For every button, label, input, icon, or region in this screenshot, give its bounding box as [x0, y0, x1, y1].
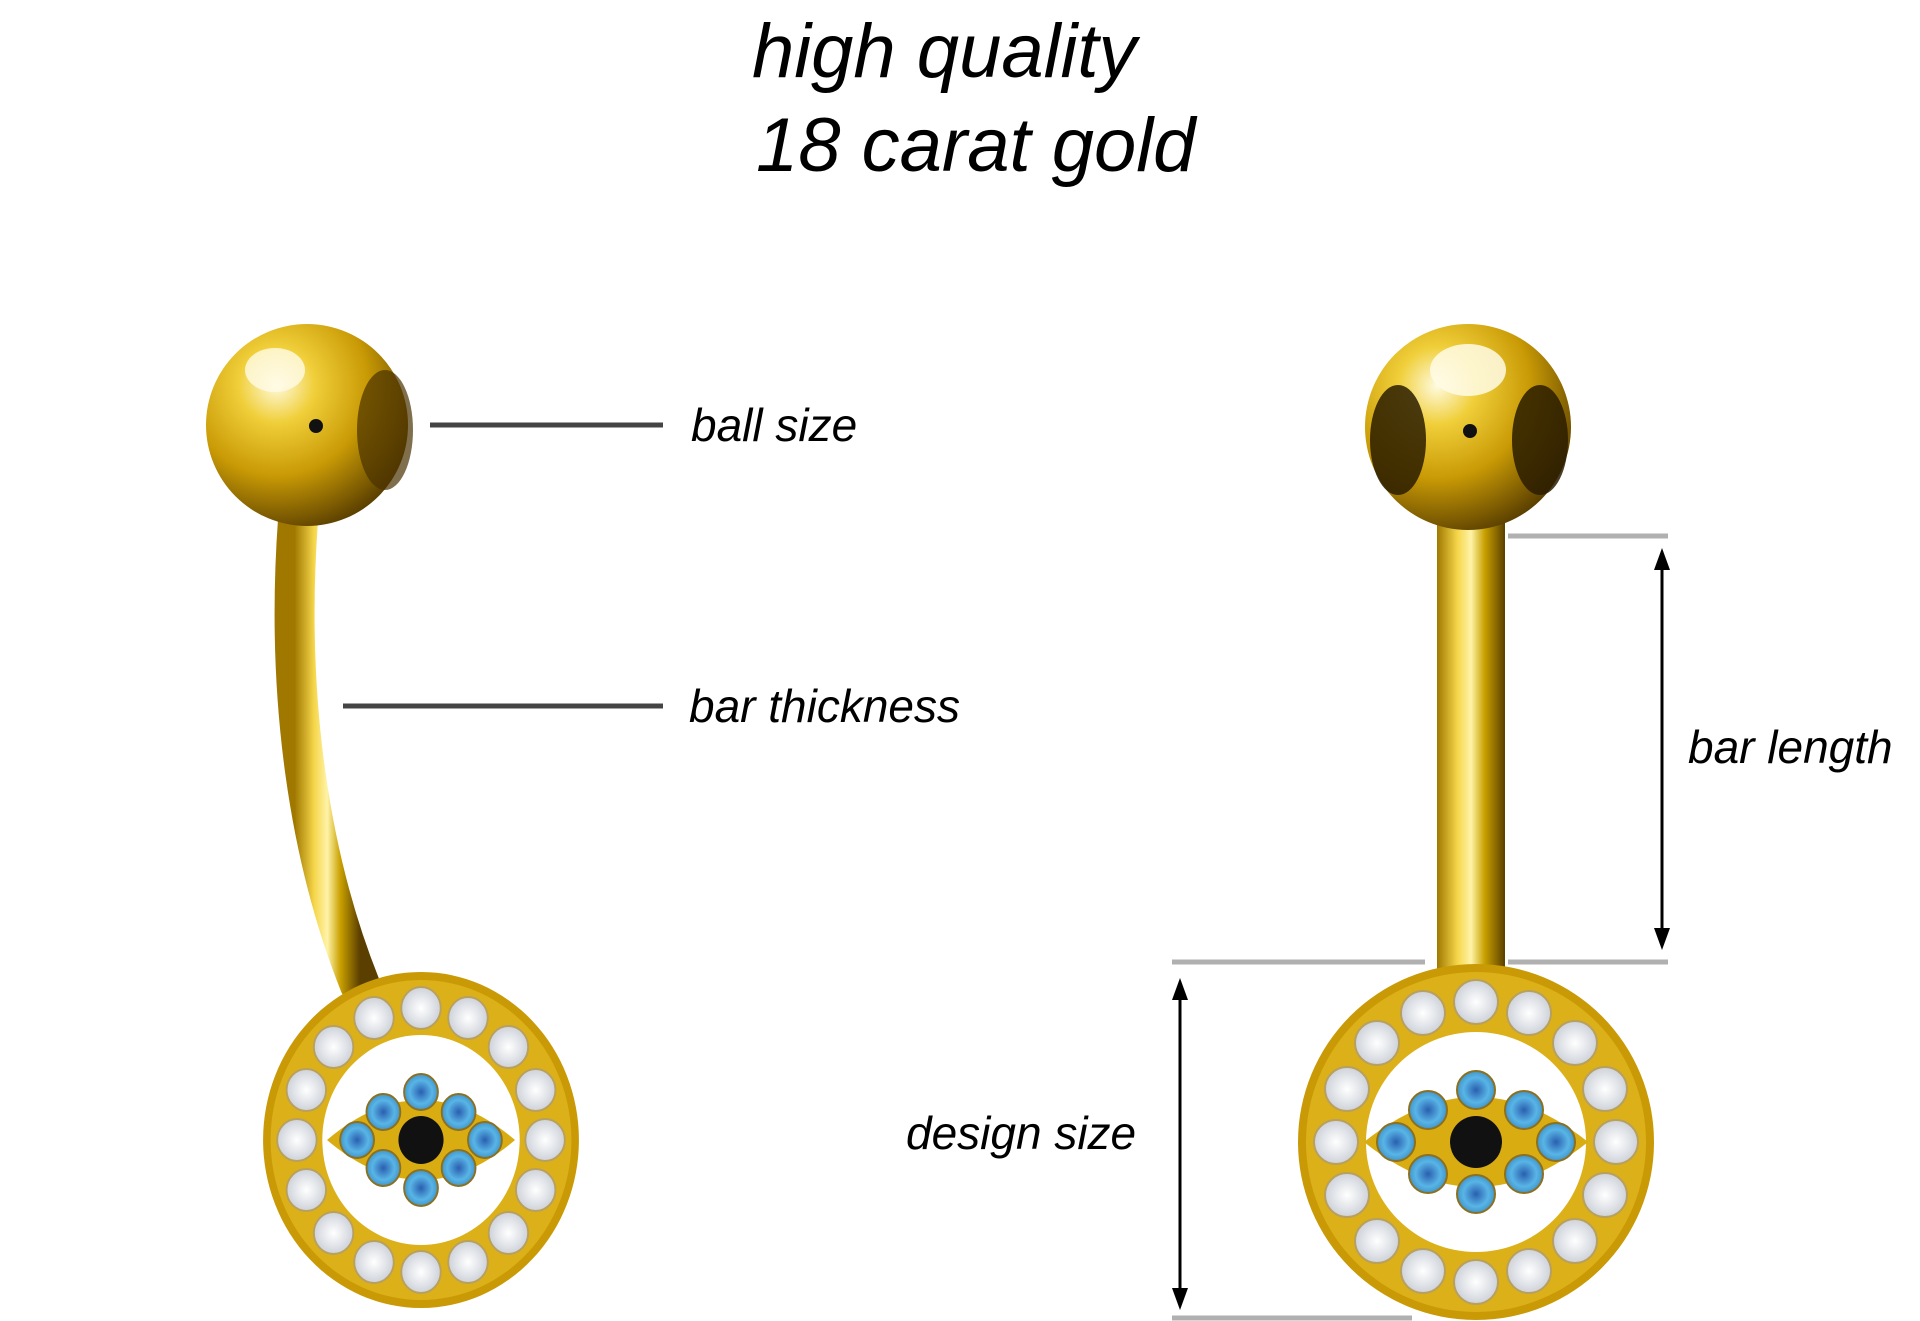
design-size-dimension [1172, 959, 1425, 1321]
left-evil-eye-design [263, 972, 579, 1308]
design-size-label: design size [906, 1107, 1137, 1159]
left-piercing [206, 324, 579, 1308]
title-line-2: 18 carat gold [756, 103, 1196, 188]
right-evil-eye-design [1298, 964, 1654, 1320]
bar-length-label: bar length [1688, 721, 1893, 773]
right-piercing [1298, 324, 1654, 1320]
ball-size-label: ball size [691, 399, 858, 451]
black-crystal [398, 1116, 444, 1164]
black-crystal [1450, 1116, 1502, 1168]
bar-thickness-label: bar thickness [689, 680, 961, 732]
title-line-1: high quality [752, 9, 1137, 94]
bar-length-dimension [1508, 533, 1670, 965]
